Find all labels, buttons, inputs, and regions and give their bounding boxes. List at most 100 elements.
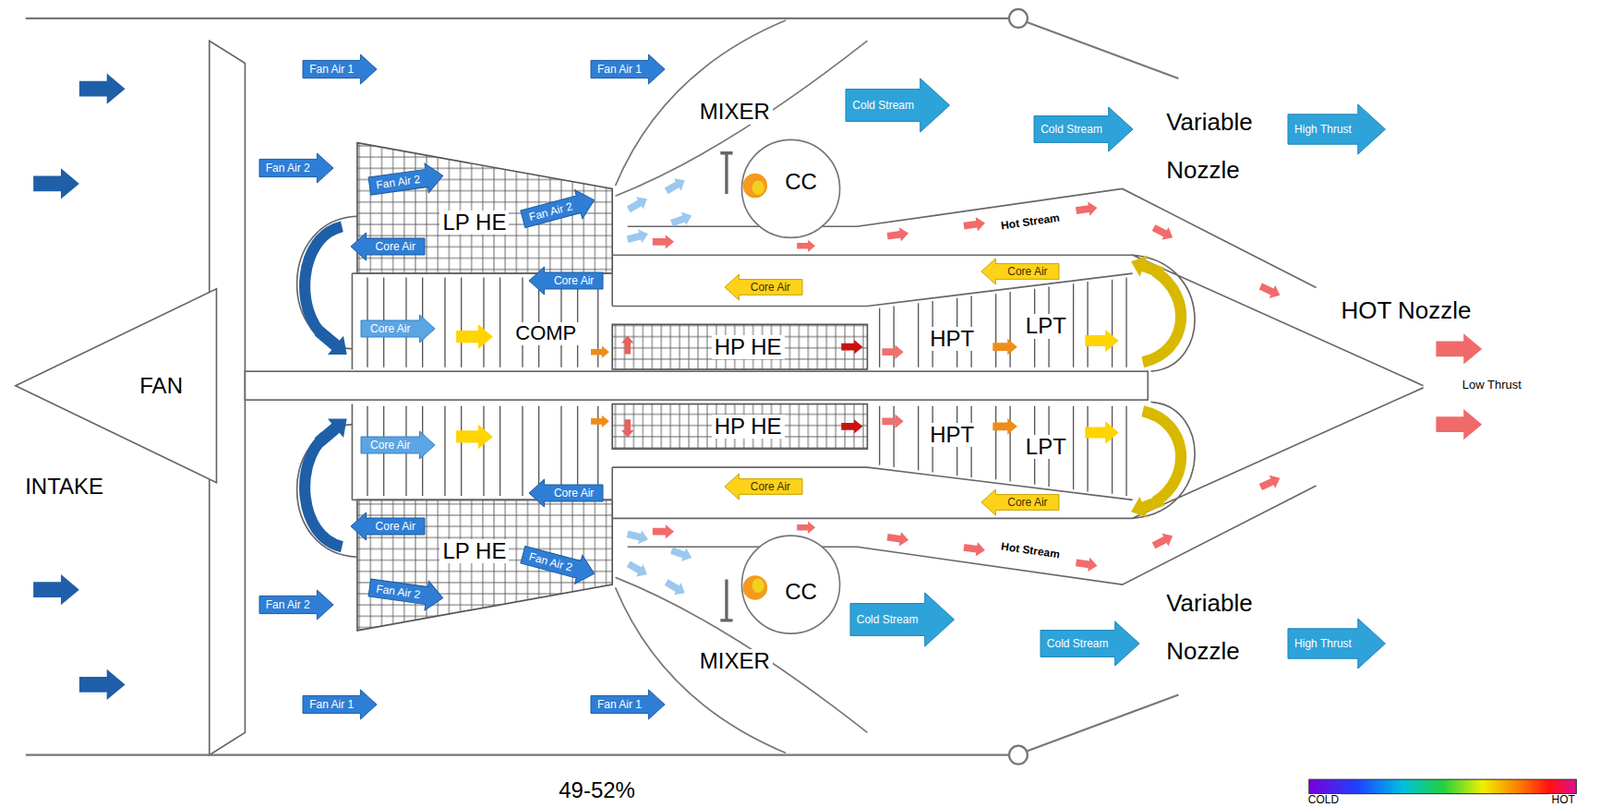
temperature-bar [1309,779,1576,794]
flame [743,173,769,199]
shaft [244,371,1148,400]
flow-arrow: Core Air [360,314,435,343]
flow-arrow: Fan Air 1 [590,54,665,85]
upper-half [25,9,1482,386]
arrow-label: Fan Air 2 [265,599,311,611]
flow-arrow: Cold Stream [850,592,955,647]
hp-heat-exchanger [612,324,867,370]
arrow-label: Fan Air 2 [265,162,311,174]
part-label: HPT [926,326,977,351]
turbine-arrow [1084,329,1119,352]
flow-arrow: Fan Air 1 [302,689,377,720]
arrow-label: Cold Stream [852,99,915,111]
arrow-label: Core Air [375,240,416,253]
core-air-arrow [590,346,610,359]
part-label: CC [781,169,820,194]
part-label: FAN [136,373,186,398]
flow-arrow: Core Air [724,274,803,301]
combustion-chamber [742,139,841,238]
flow-arrow: Cold Stream [845,78,951,133]
hot-arrow [1150,221,1177,244]
part-label: MIXER [697,99,773,124]
part-label: LPT [1022,434,1070,459]
part-label: HPT [926,422,977,447]
arrow-body [1034,107,1133,152]
arrow-label: Fan Air 1 [309,63,354,75]
arrow-body [302,689,377,720]
arrow-label: Fan Air 1 [309,698,354,710]
arrow-label: Core Air [1007,265,1047,277]
flow-arrow: Core Air [350,232,425,261]
arrow-body [529,479,603,507]
flow-arrow: Fan Air 2 [259,153,334,183]
arrow-body [1287,104,1385,155]
arrow-label: Core Air [553,275,594,287]
u-turn-arrow [1142,271,1181,362]
hot-nozzle-arrow [1435,333,1482,364]
arrow-body [529,266,603,295]
part-label: LP HE [439,539,509,564]
turn-arrow [304,226,342,337]
compressor-blades [367,277,599,368]
flow-arrow: Core Air [981,489,1059,516]
arrow-body [724,274,803,301]
u-turn-arrow-head [1127,251,1167,284]
arrow-body [367,160,446,201]
part-label: COLD [1305,793,1342,806]
part-label: HP HE [711,335,785,360]
fan-air-arrow [662,174,689,198]
hot-arrow [621,336,634,355]
arrow-label: Core Air [375,520,416,532]
part-label: Low Thrust [1459,378,1525,392]
intake-arrow [79,73,126,105]
part-label: LP HE [439,210,509,235]
arrow-label: Core Air [750,281,791,293]
core-air-arrow [456,324,494,349]
arrow-body [350,512,425,541]
part-label: INTAKE [22,474,107,499]
part-label: HOT [1549,793,1578,806]
part-label: 49-52% [555,778,638,803]
flow-arrow: Core Air [529,479,603,507]
arrow-label: Cold Stream [856,613,919,626]
arrow-body [724,473,803,500]
flow-arrow: Core Air [529,266,603,295]
fuel-injector [720,153,733,194]
hot-arrow [886,226,910,244]
arrow-body [302,54,377,85]
arrow-body [1040,621,1140,666]
arrow-body [350,232,425,261]
arrow-label: Core Air [750,481,791,493]
turbine-arrow [992,338,1018,356]
part-label: Variable Nozzle [1163,97,1275,194]
turbine-blades [879,277,1127,368]
arrow-body [259,589,334,620]
arrow-body [590,54,665,85]
casing [25,18,1179,79]
arrow-label: High Thrust [1294,637,1352,650]
fan-air-arrow [625,192,651,216]
flow-arrow: Cold Stream [1034,107,1133,152]
part-label: LPT [1022,313,1070,338]
arrow-label: Core Air [370,323,410,335]
part-label: HP HE [711,414,785,439]
part-label: COMP [512,322,579,345]
flow-arrow: Fan Air 2 [259,589,334,620]
part-label: MIXER [697,649,773,674]
hot-arrow [1074,200,1098,218]
arrow-label: Core Air [370,439,410,451]
spinner-cone [15,288,217,483]
arrow-body [518,185,599,234]
ducts [612,188,1423,385]
arrow-label: High Thrust [1294,123,1352,135]
intake-arrow [33,168,80,199]
arrow-body [590,689,665,720]
arrow-body [845,78,951,133]
fan-air-arrow [669,208,695,229]
hot-arrow [881,344,903,359]
arrow-body [1287,618,1385,669]
arrow-label: Fan Air 1 [597,698,642,710]
turn-duct [297,216,358,349]
arrow-body [981,258,1059,285]
